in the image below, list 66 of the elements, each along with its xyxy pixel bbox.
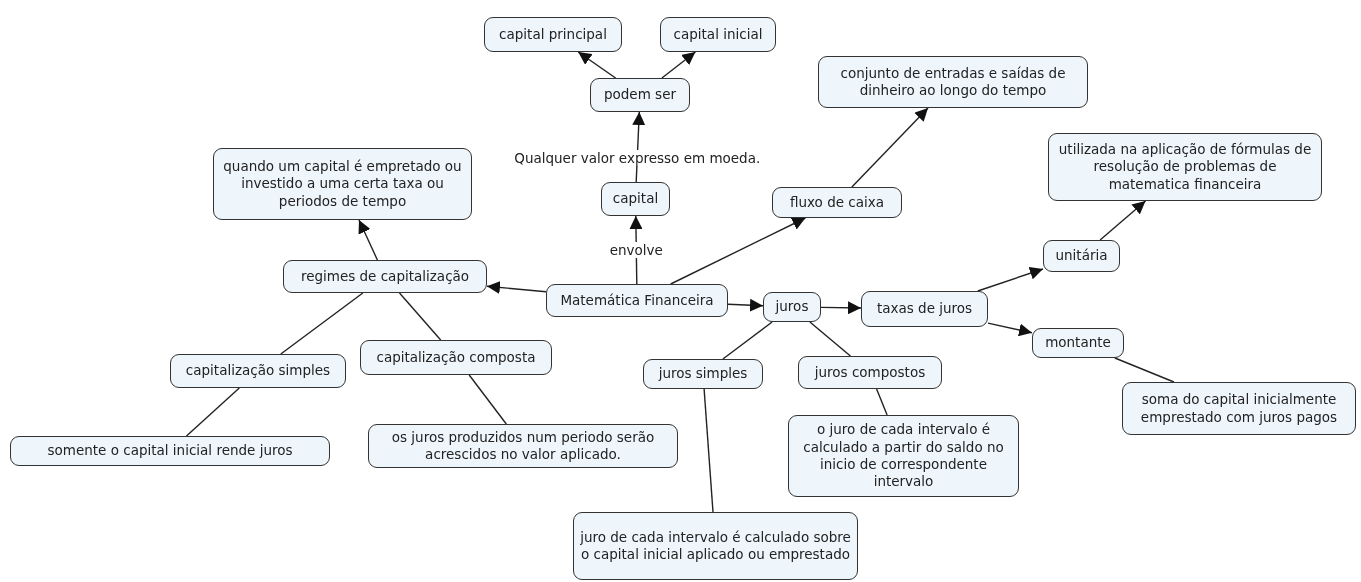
connector-line <box>280 292 364 355</box>
arrow <box>851 107 929 188</box>
concept-text: juros simples <box>658 365 748 383</box>
concept-box <box>861 291 988 327</box>
concept-box <box>1032 328 1124 358</box>
connector-line <box>468 374 507 425</box>
concept-text: quando um capital é empretado ou investido a uma certa taxa ou periodos de tempo <box>222 158 463 210</box>
connector-line <box>722 321 773 360</box>
concept-text: fluxo de caixa <box>789 193 885 212</box>
concept-text: capitalização composta <box>376 348 536 367</box>
concept-box <box>484 17 622 52</box>
concept-box <box>660 17 776 52</box>
concept-box <box>213 148 472 220</box>
concept-text: o juro de cada intervalo é calculado a partir do saldo no inicio de correspondente intervalo <box>802 421 1005 491</box>
concept-text: capitalização simples <box>185 362 331 380</box>
concept-box <box>170 354 346 388</box>
connector-line <box>1114 357 1175 383</box>
connector-line <box>809 321 852 357</box>
concept-box <box>573 512 858 580</box>
concept-box <box>360 340 552 375</box>
connector-line <box>703 388 714 513</box>
arrow <box>727 298 764 312</box>
arrow <box>820 301 862 315</box>
concept-text: capital inicial <box>673 25 763 44</box>
concept-text: somente o capital inicial rende juros <box>47 442 293 460</box>
concept-text: os juros produzidos num periodo serão acrescidos no valor aplicado. <box>390 428 656 464</box>
concept-box <box>818 56 1088 108</box>
concept-box <box>368 424 678 468</box>
concept-text: regimes de capitalização <box>300 267 470 286</box>
arrow <box>358 219 379 261</box>
concept-text: unitária <box>1055 247 1108 265</box>
concept-box <box>1122 382 1356 435</box>
concept-box <box>1043 240 1120 272</box>
arrow <box>977 267 1044 292</box>
concept-text: conjunto de entradas e saídas de dinheiro ao longo do tempo <box>839 64 1067 100</box>
concept-box <box>601 182 670 216</box>
concept-text: juros compostos <box>814 363 926 382</box>
concept-text: utilizada na aplicação de fórmulas de resolução de problemas de matematica financeira <box>1057 141 1313 193</box>
concept-box <box>546 284 728 317</box>
connector-line <box>875 388 888 416</box>
concept-text: montante <box>1045 334 1111 352</box>
arrow <box>1099 200 1147 241</box>
connector-line <box>398 292 442 341</box>
concept-text: soma do capital inicialmente emprestado com juros pagos <box>1139 391 1339 426</box>
concept-box <box>283 260 487 293</box>
concept-box <box>590 78 690 112</box>
concept-box <box>1048 133 1322 201</box>
arrow <box>987 322 1033 337</box>
concept-box <box>788 415 1019 497</box>
concept-text: juro de cada intervalo é calculado sobre o capital inicial aplicado ou emprestado <box>580 528 851 564</box>
concept-box <box>772 187 902 218</box>
concept-box <box>763 292 821 322</box>
concept-text: capital principal <box>499 25 607 44</box>
concept-box <box>643 359 763 389</box>
concept-text: capital <box>612 190 659 208</box>
concept-box <box>798 356 942 389</box>
concept-text: Matemática Financeira <box>560 291 714 310</box>
concept-text: taxas de juros <box>876 300 973 318</box>
arrow <box>577 51 617 79</box>
concept-text: podem ser <box>603 86 676 104</box>
arrow <box>670 217 807 285</box>
connector-line <box>185 387 240 437</box>
arrow <box>661 51 697 79</box>
concept-box <box>10 436 330 466</box>
concept-text: juros <box>775 298 809 316</box>
arrow <box>486 280 547 294</box>
